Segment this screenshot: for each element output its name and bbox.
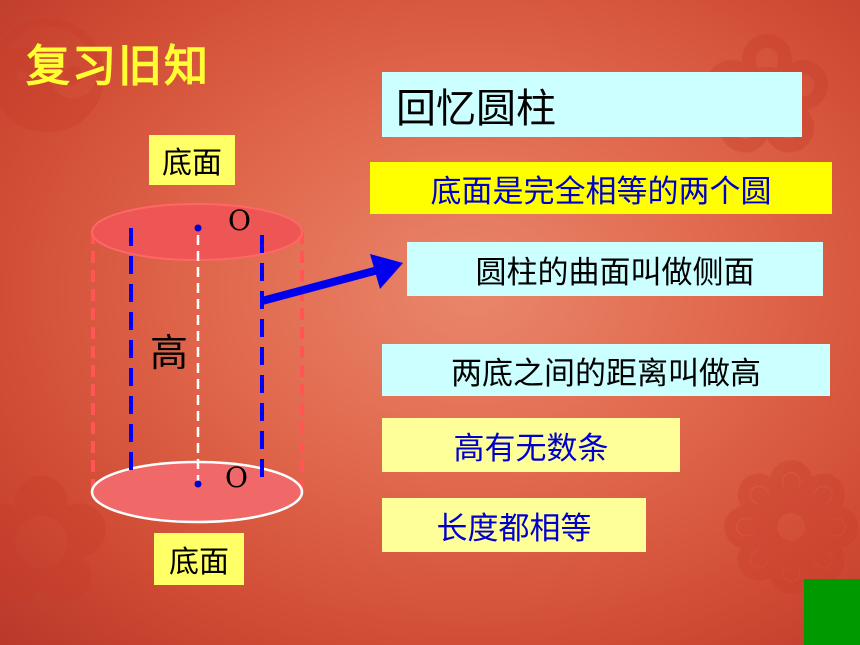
height-label: 高 — [150, 331, 189, 375]
fact-text: 两底之间的距离叫做高 — [451, 355, 761, 392]
heading-text: 回忆圆柱 — [396, 85, 556, 132]
arrow-head — [370, 254, 403, 289]
corner-green-square — [804, 579, 860, 645]
fact-box-height-definition: 两底之间的距离叫做高 — [382, 344, 830, 396]
top-center-label: O — [228, 204, 251, 237]
bottom-base-label: 底面 — [154, 533, 244, 585]
fact-text: 长度都相等 — [436, 510, 592, 547]
bottom-center-label: O — [225, 461, 248, 494]
cylinder-bottom-base — [90, 460, 304, 524]
fact-box-base-circles: 底面是完全相等的两个圆 — [370, 162, 832, 214]
fact-box-lateral-surface: 圆柱的曲面叫做侧面 — [407, 242, 823, 296]
slide-title: 复习旧知 — [26, 41, 210, 92]
arrow-shaft — [260, 266, 380, 305]
fact-text: 底面是完全相等的两个圆 — [430, 173, 772, 210]
top-center-dot — [194, 224, 202, 232]
fact-text: 圆柱的曲面叫做侧面 — [475, 254, 755, 291]
fact-text: 高有无数条 — [453, 430, 609, 467]
background-seal-decoration: ☯ — [0, 0, 115, 166]
bottom-center-dot — [194, 480, 202, 488]
fact-box-infinite-heights: 高有无数条 — [382, 418, 680, 472]
fact-box-equal-lengths: 长度都相等 — [382, 498, 646, 552]
background-seal-decoration: ✿ — [0, 440, 113, 640]
top-base-label: 底面 — [149, 135, 235, 185]
heading-box: 回忆圆柱 — [382, 72, 802, 137]
